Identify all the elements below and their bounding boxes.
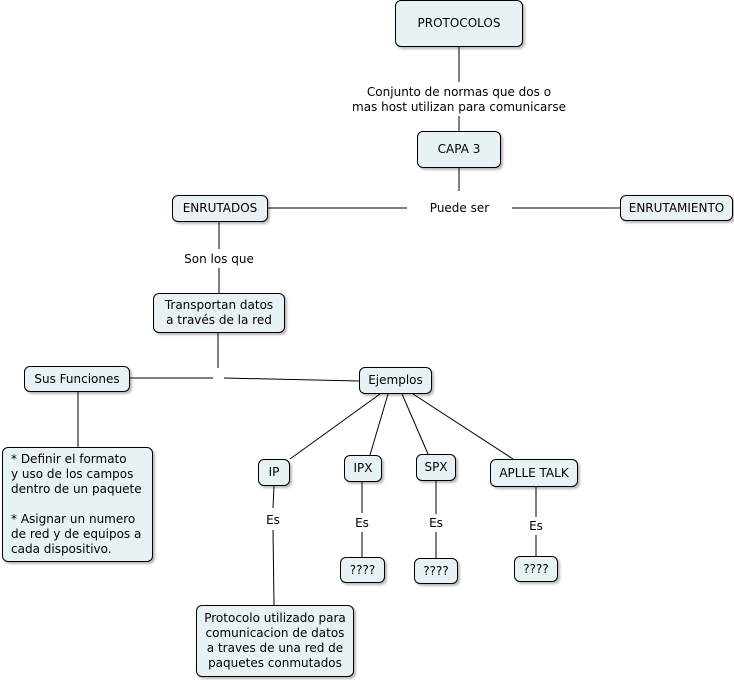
node-transportan[interactable]: Transportan datos a través de la red — [153, 293, 285, 333]
node-apple-talk[interactable]: APLLE TALK — [490, 459, 578, 487]
link-label-es-ip: Es — [262, 511, 284, 529]
line-ejemplos-appletalk — [412, 393, 514, 460]
line-ejemplos-ip — [289, 393, 381, 460]
node-funciones-texto[interactable]: * Definir el formato y uso de los campos… — [2, 447, 153, 562]
node-spx[interactable]: SPX — [416, 454, 456, 481]
link-label-es-ipx: Es — [351, 514, 373, 532]
link-label-son-los-que: Son los que — [176, 250, 262, 268]
line-es-ipdef — [272, 529, 275, 606]
line-ejemplos-spx — [401, 393, 429, 455]
link-label-es-apple: Es — [525, 517, 547, 535]
node-ejemplos[interactable]: Ejemplos — [359, 367, 432, 394]
link-label-conjunto: Conjunto de normas que dos o mas host ut… — [340, 84, 578, 116]
node-ipx-unknown[interactable]: ???? — [340, 557, 385, 583]
node-ip[interactable]: IP — [258, 459, 290, 486]
node-sus-funciones[interactable]: Sus Funciones — [24, 366, 130, 392]
line-ejemplos-ipx — [369, 393, 389, 456]
link-label-puede-ser: Puede ser — [407, 199, 512, 217]
node-enrutados[interactable]: ENRUTADOS — [172, 195, 268, 222]
node-enrutamiento[interactable]: ENRUTAMIENTO — [620, 195, 733, 221]
link-label-es-spx: Es — [425, 514, 447, 532]
node-ip-definition[interactable]: Protocolo utilizado para comunicacion de… — [196, 605, 354, 677]
line-ip-es — [272, 485, 275, 509]
node-apple-unknown[interactable]: ???? — [514, 556, 558, 582]
node-spx-unknown[interactable]: ???? — [414, 558, 458, 584]
node-capa3[interactable]: CAPA 3 — [417, 131, 501, 168]
line-junction-ejemplos — [223, 377, 360, 382]
node-ipx[interactable]: IPX — [344, 455, 382, 482]
node-protocolos[interactable]: PROTOCOLOS — [395, 0, 523, 47]
